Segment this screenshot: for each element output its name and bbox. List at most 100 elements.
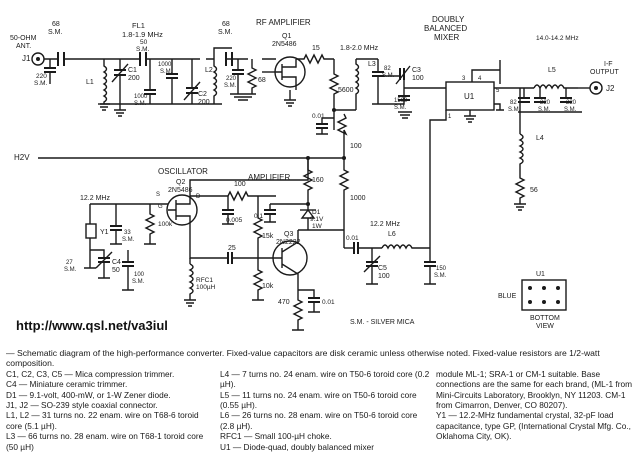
svg-text:G: G	[158, 204, 163, 210]
svg-text:470: 470	[278, 299, 290, 306]
l2-label: L2	[205, 67, 213, 74]
caption-item: RFC1 — Small 100-µH choke.	[220, 431, 332, 442]
l4-label: L4	[536, 135, 544, 142]
caption-item: U1 — Diode-quad, doubly balanced mixer	[220, 441, 375, 452]
transistor-q1	[262, 56, 306, 90]
svg-text:5: 5	[496, 88, 500, 94]
l6-label: L6	[388, 231, 396, 238]
caption-item: D1 — 9.1-volt, 400-mW, or 1-W Zener diod…	[6, 389, 171, 400]
svg-text:50S.M.: 50S.M.	[136, 39, 150, 53]
transistor-q3	[272, 230, 308, 290]
svg-text:0.01: 0.01	[312, 113, 325, 120]
svg-text:100k: 100k	[158, 221, 173, 228]
svg-text:1: 1	[448, 114, 452, 120]
osc-title: OSCILLATOR	[158, 167, 208, 176]
caption-item: L5 — 11 turns no. 24 enam. wire on T50-6…	[220, 389, 419, 411]
u1-bottom-label: U1	[536, 271, 545, 278]
mixer-u1	[445, 81, 495, 111]
osc-freq-label: 12.2 MHz	[80, 195, 110, 202]
j2-label: J2	[606, 84, 615, 93]
inductor-l1	[102, 59, 108, 104]
caption-item: module ML-1; SRA-1 or CM-1 suitable. Bas…	[436, 368, 635, 411]
caption-item: L4 — 7 turns no. 24 enam. wire on T50-6 …	[220, 368, 432, 390]
blue-label: BLUE	[498, 293, 517, 300]
y1-label: Y1	[100, 229, 109, 236]
svg-text:160: 160	[312, 177, 324, 184]
svg-text:1000: 1000	[350, 195, 366, 202]
inductor-l3	[354, 59, 360, 110]
svg-text:D: D	[196, 194, 201, 200]
svg-text:0.1: 0.1	[254, 213, 263, 220]
svg-text:3: 3	[462, 76, 466, 82]
j1-connector	[31, 52, 45, 66]
svg-text:10k: 10k	[262, 283, 274, 290]
inductor-l5	[533, 84, 578, 90]
l6-freq-label: 12.2 MHz	[370, 221, 400, 228]
svg-text:25: 25	[228, 245, 236, 252]
caption-item: C4 — Miniature ceramic trimmer.	[6, 379, 128, 390]
caption-col-3: module ML-1; SRA-1 or CM-1 suitable. Bas…	[436, 369, 636, 452]
svg-text:100: 100	[234, 181, 246, 188]
caption-columns: C1, C2, C3, C5 — Mica compression trimme…	[6, 369, 636, 452]
svg-text:82S.M.: 82S.M.	[508, 100, 521, 113]
svg-text:0.005: 0.005	[226, 217, 243, 224]
inductor-l6	[381, 244, 430, 250]
svg-text:5600: 5600	[338, 87, 354, 94]
caption-col-1: C1, C2, C3, C5 — Mica compression trimme…	[6, 369, 206, 452]
source-url: http://www.qsl.net/va3iul	[16, 318, 168, 333]
svg-text:15k: 15k	[262, 233, 274, 240]
svg-text:56: 56	[530, 187, 538, 194]
caption-intro: — Schematic diagram of the high-performa…	[6, 348, 600, 369]
crystal-y1	[85, 223, 97, 239]
transistor-q2	[166, 194, 198, 226]
inductor-l2	[212, 59, 218, 104]
svg-text:27S.M.: 27S.M.	[64, 260, 77, 273]
caption-item: L3 — 66 turns no. 28 enam. wire on T68-1…	[6, 431, 206, 452]
u1-label: U1	[464, 92, 475, 101]
rf-amp-title: RF AMPLIFIER	[256, 18, 311, 27]
svg-text:68: 68	[258, 77, 266, 84]
svg-text:15: 15	[312, 45, 320, 52]
l5-label: L5	[548, 67, 556, 74]
amp-title: AMPLIFIER	[248, 173, 290, 182]
l3-label: L3	[368, 61, 376, 68]
caption-item: L1, L2 — 31 turns no. 22 enam. wire on T…	[6, 410, 201, 431]
j1-label: J1	[22, 54, 31, 63]
fl1-freq: 1.8-1.9 MHz	[122, 30, 163, 39]
svg-text:0.01: 0.01	[346, 235, 359, 242]
l1-label: L1	[86, 79, 94, 86]
choke-rfc1	[188, 263, 194, 300]
caption-item: C1, C2, C3, C5 — Mica compression trimme…	[6, 368, 175, 379]
svg-text:33S.M.: 33S.M.	[122, 230, 135, 243]
antenna-label-line1: 50-OHM	[10, 35, 37, 42]
svg-text:4: 4	[478, 76, 482, 82]
antenna-label: 50-OHM ANT.	[10, 35, 38, 50]
if-freq-label: 14.0-14.2 MHz	[536, 35, 579, 42]
caption: — Schematic diagram of the high-performa…	[6, 348, 636, 452]
silver-mica-note: S.M. - SILVER MICA	[350, 319, 415, 326]
antenna-label-line2: ANT.	[16, 43, 31, 50]
svg-text:S: S	[156, 192, 160, 198]
svg-text:0.01: 0.01	[322, 299, 335, 306]
